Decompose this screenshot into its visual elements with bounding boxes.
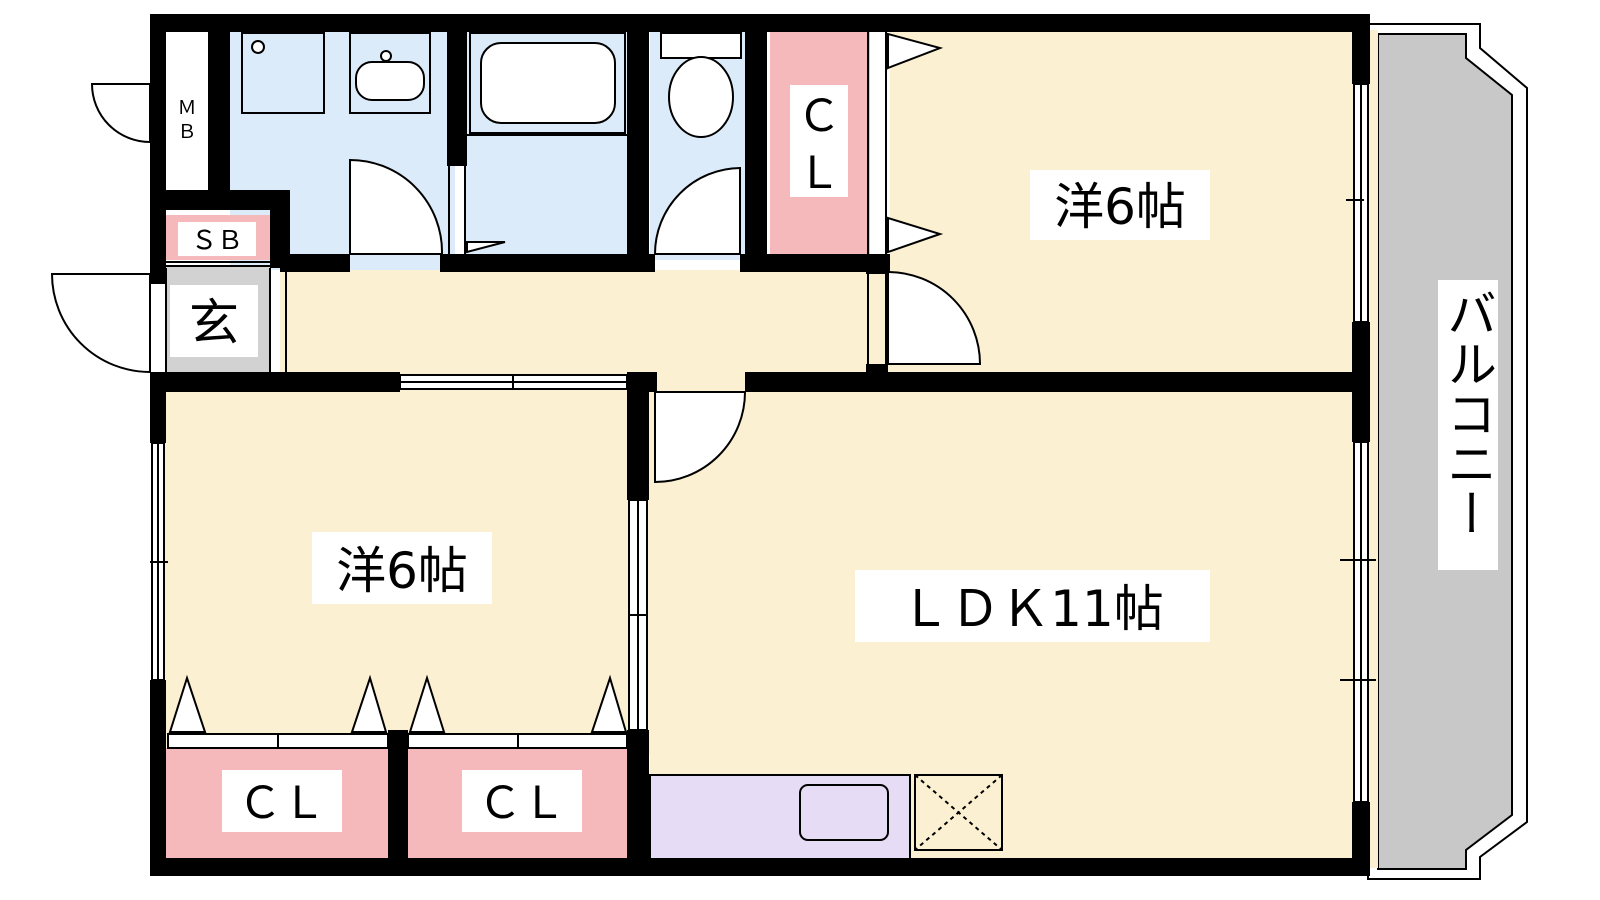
outer-wall-bottom [150, 858, 1370, 876]
washbasin [349, 32, 431, 114]
entrance-door [50, 273, 151, 374]
wet-wall-bottom-2 [440, 254, 655, 272]
meter-box-door [90, 83, 151, 144]
room-labels: 洋6帖 洋6帖 ＬＤＫ11帖 Ｃ Ｌ ＣＬ ＣＬ ＳＢ 玄 Ｍ Ｂ バルコニー [177, 91, 1497, 829]
outer-wall-right-3 [1352, 802, 1370, 876]
closet-top-label-1: Ｃ [797, 91, 841, 142]
closet-right-wall [866, 254, 888, 274]
toilet-bowl [668, 56, 734, 138]
label-backgrounds [170, 85, 1498, 832]
meter-box-label-1: Ｍ [177, 97, 196, 119]
toilet-tank [660, 32, 742, 59]
hall-right-stub [866, 364, 888, 382]
walls [150, 14, 1370, 876]
left-room-wall-lower [627, 730, 649, 876]
wet-wall-bottom-1 [280, 254, 350, 272]
shoebox-wall-right [270, 190, 290, 268]
ldk-door [654, 391, 747, 484]
closet-separator [388, 730, 408, 876]
entrance-label: 玄 [189, 294, 239, 352]
kitchen-sink [799, 784, 889, 841]
washing-machine-space [241, 32, 325, 114]
mid-wall-right [745, 372, 1370, 392]
wet-wall-bottom-3 [740, 254, 890, 272]
meter-box-wall [208, 14, 230, 192]
closet-bottom-right-label: ＣＬ [478, 778, 566, 829]
outer-wall-left-upper [150, 14, 166, 284]
outer-wall-left-bottom [150, 680, 166, 876]
hallway-floor [280, 270, 890, 383]
left-room-wall-upper [627, 372, 649, 500]
western-room-left-label: 洋6帖 [336, 542, 468, 600]
wet-wall-3 [745, 14, 767, 272]
meter-box-bottom [150, 190, 290, 210]
closet-bottom-left-label: ＣＬ [238, 778, 326, 829]
western-room-top-label: 洋6帖 [1054, 178, 1186, 236]
ldk-label: ＬＤＫ11帖 [900, 580, 1164, 638]
mid-wall-left [150, 372, 400, 392]
meter-box-label-2: Ｂ [177, 121, 196, 143]
shoe-box-label: ＳＢ [191, 226, 243, 256]
wet-wall-2 [627, 14, 649, 272]
outer-wall-right-1 [1352, 14, 1370, 84]
bathtub [469, 32, 626, 134]
balcony-label: バルコニー [1439, 288, 1497, 538]
closet-top-label-2: Ｌ [797, 148, 841, 199]
toilet-door [653, 166, 741, 255]
closet-door-markers [168, 32, 944, 733]
top-room-door [887, 270, 982, 365]
doors [50, 83, 982, 484]
meter-box-floor [165, 30, 210, 192]
windows [150, 30, 1376, 803]
washroom-door [349, 158, 444, 255]
wet-wall-1 [447, 14, 467, 166]
fixtures [241, 32, 1003, 851]
kitchen-counter [649, 774, 911, 869]
kitchen-stove [914, 774, 1003, 851]
